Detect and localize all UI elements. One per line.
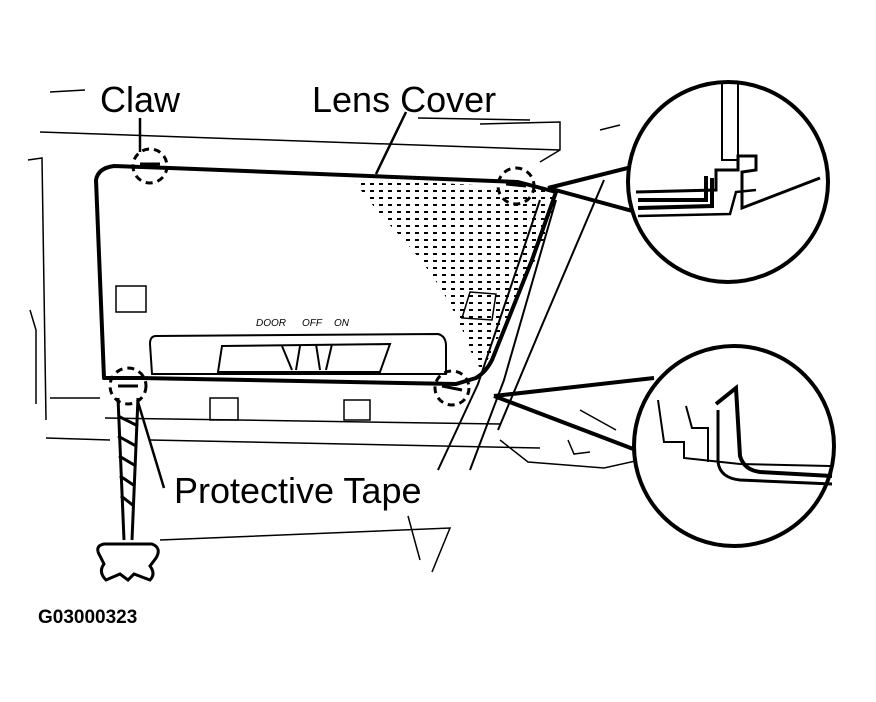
detail-callout-bottom (493, 344, 836, 548)
ceiling-background (27, 89, 641, 573)
figure-code: G03000323 (38, 607, 138, 628)
screwdriver-icon (96, 397, 160, 582)
lens-texture (352, 178, 560, 372)
cover-openings (115, 285, 497, 421)
detail-callout-top (547, 80, 830, 284)
lamp-switch-panel (148, 332, 447, 375)
claw-markers (108, 147, 536, 407)
leader-lines (136, 111, 408, 489)
switch-on-label: ON (334, 318, 349, 329)
claw-label: Claw (100, 79, 181, 120)
switch-off-label: OFF (302, 318, 322, 329)
switch-door-label: DOOR (256, 318, 286, 329)
lens-cover-label: Lens Cover (312, 79, 497, 120)
protective-tape-label: Protective Tape (174, 470, 422, 511)
